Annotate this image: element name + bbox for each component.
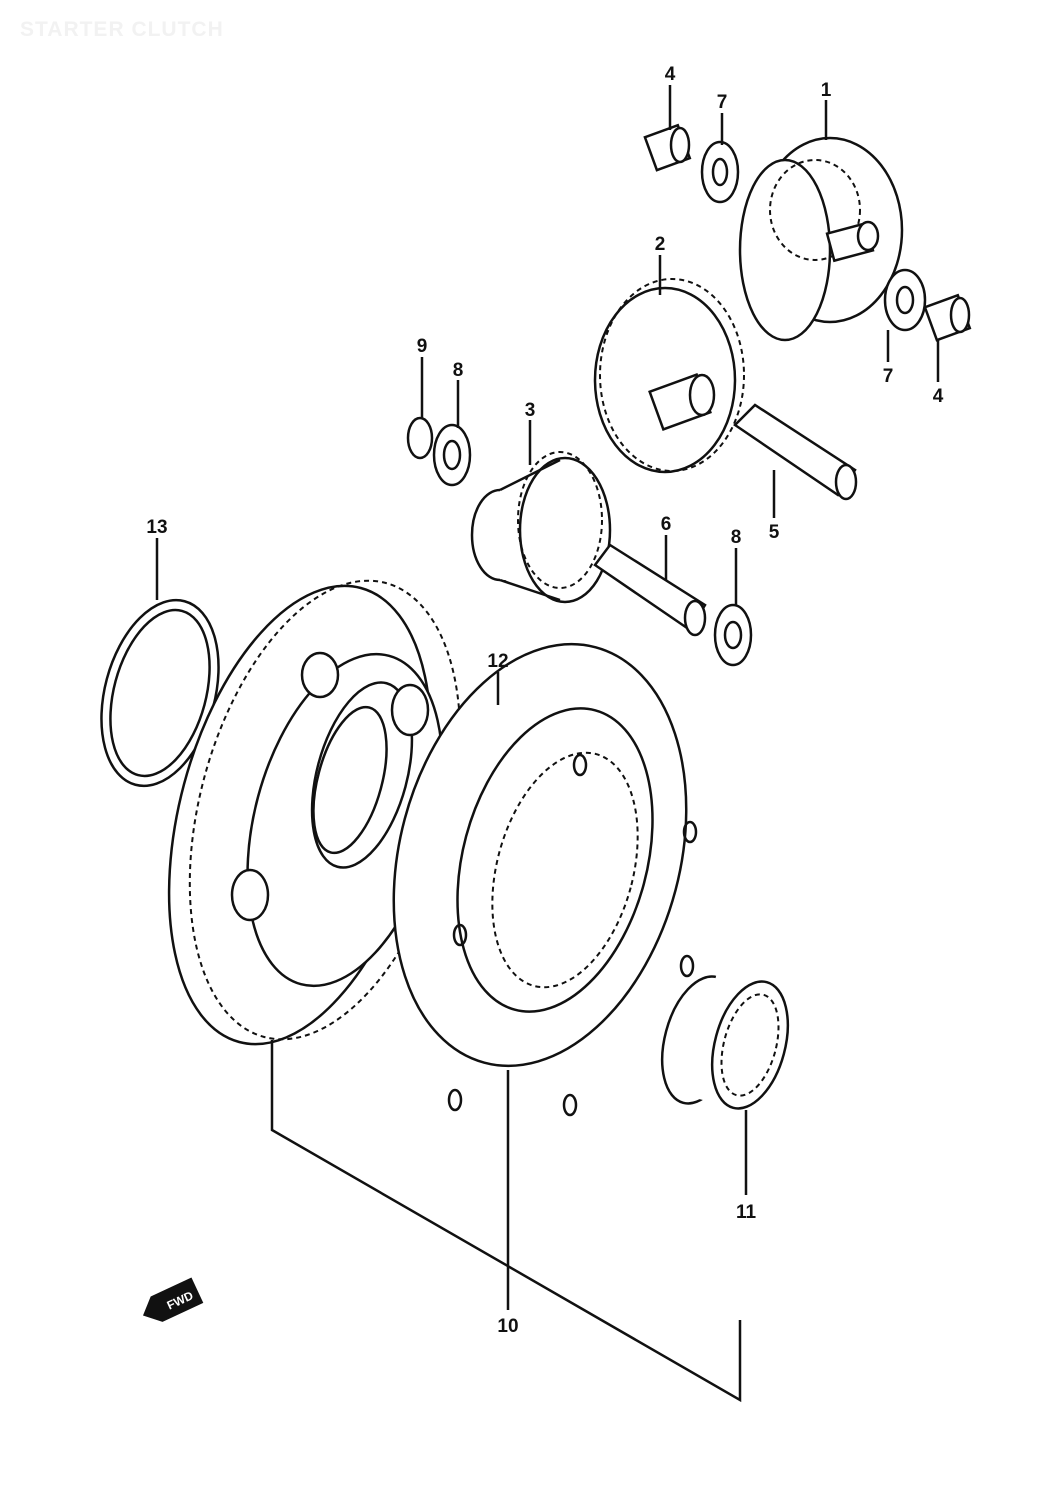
part-10-clutch-plate — [392, 642, 698, 1117]
part-11-needle-bearing — [660, 969, 790, 1111]
callout-10: 10 — [497, 1316, 518, 1337]
part-13-ring — [100, 598, 220, 788]
diagram-title: STARTER CLUTCH — [20, 18, 224, 41]
part-2-idle-gear — [593, 278, 745, 474]
callout-8-right: 8 — [731, 527, 742, 548]
part-1-clutch-drum — [738, 136, 904, 342]
callout-12: 12 — [487, 651, 508, 672]
callout-6: 6 — [661, 514, 672, 535]
callout-4-right: 4 — [933, 386, 944, 407]
part-5-shaft — [733, 403, 858, 501]
part-9-circlip — [406, 416, 434, 460]
callout-13: 13 — [146, 517, 167, 538]
callout-8-left: 8 — [453, 360, 464, 381]
part-7-washer-top — [700, 140, 740, 204]
forward-arrow-icon: FWD — [142, 1277, 204, 1322]
leader-lines — [155, 85, 940, 1403]
callout-7-top: 7 — [717, 92, 728, 113]
part-8-washer-left — [432, 423, 472, 487]
callout-2: 2 — [655, 234, 666, 255]
callout-1: 1 — [821, 80, 832, 101]
part-4-bushing-right — [923, 293, 972, 342]
part-3-gear — [470, 451, 612, 604]
callout-7-right: 7 — [883, 366, 894, 387]
callout-4-top: 4 — [665, 64, 676, 85]
callout-3: 3 — [525, 400, 536, 421]
callout-9: 9 — [417, 336, 428, 357]
part-6-shaft — [593, 543, 707, 637]
part-8-washer-right — [713, 603, 753, 667]
part-4-bushing-top — [643, 123, 692, 172]
callout-11: 11 — [736, 1202, 757, 1223]
callout-5: 5 — [769, 522, 780, 543]
part-7-washer-right — [883, 268, 927, 332]
